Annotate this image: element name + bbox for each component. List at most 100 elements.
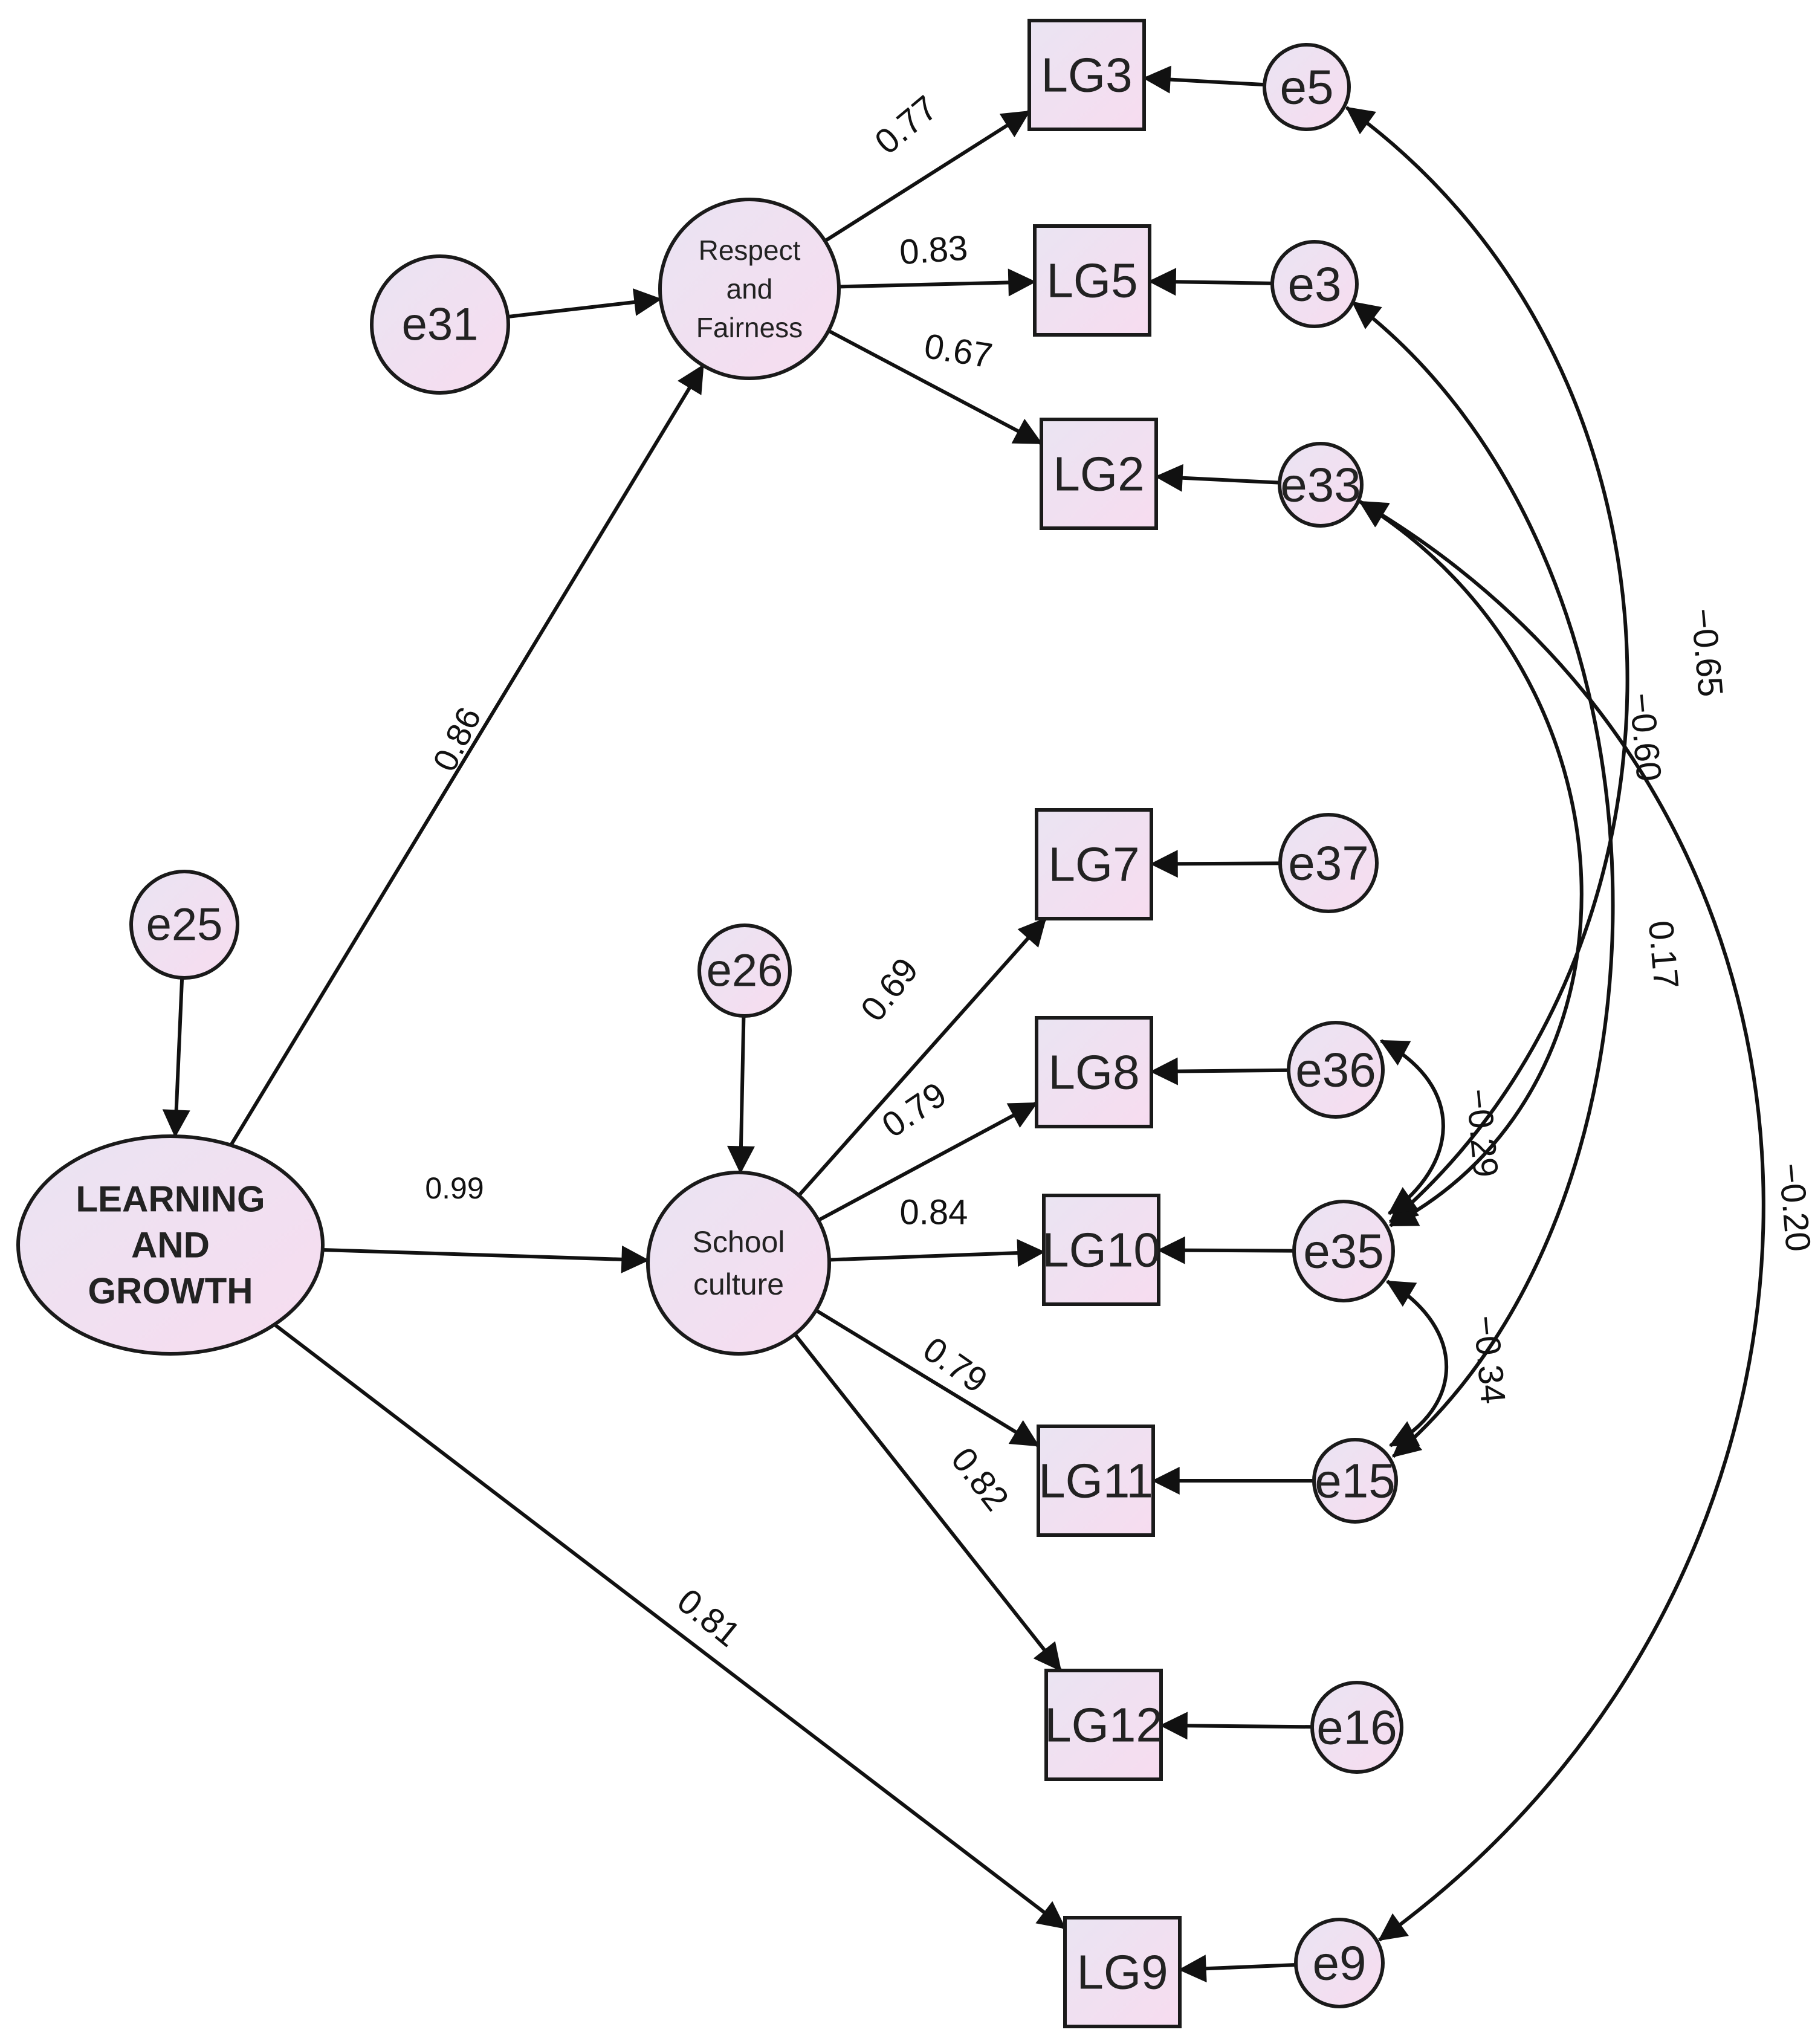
covariance-e33-e35: [1359, 500, 1584, 1227]
path-school-to-LG7: [797, 917, 1047, 1197]
loading-label-school-LG12: 0.82: [943, 1440, 1017, 1518]
node-shape: [16, 1134, 325, 1356]
node-label: LG7: [1048, 838, 1139, 891]
error-node-e9: e9: [1294, 1918, 1385, 2008]
error-node-e16: e16: [1310, 1681, 1403, 1774]
node-label: e33: [1280, 458, 1361, 512]
node-shape: [1044, 1669, 1163, 1781]
node-shape: [1278, 813, 1379, 913]
path-school-to-LG8: [817, 1101, 1038, 1222]
node-label: e9: [1313, 1936, 1367, 1990]
loading-label-respect-LG2: 0.67: [922, 326, 995, 376]
node-label: e5: [1280, 60, 1334, 114]
path-respect-to-LG2: [827, 329, 1043, 445]
node-label: e35: [1303, 1224, 1383, 1278]
node-shape: [658, 198, 841, 380]
error-node-e31: e31: [370, 254, 510, 395]
loading-label-school-LG10: 0.84: [900, 1192, 968, 1232]
path-school-to-LG12: [793, 1333, 1063, 1672]
path-learning_growth-to-school: [322, 1245, 650, 1273]
path-learning_growth-to-LG9: [273, 1323, 1066, 1930]
node-label: e16: [1316, 1701, 1397, 1755]
observed-box-lg5: LG5: [1033, 224, 1151, 337]
loading-label-learning_growth-LG9: 0.81: [670, 1581, 748, 1655]
node-shape: [1278, 442, 1364, 528]
node-shape: [1040, 418, 1158, 530]
observed-box-lg11: LG11: [1037, 1425, 1155, 1537]
node-label: e36: [1295, 1043, 1376, 1097]
path-e33-to-LG2: [1154, 464, 1280, 492]
path-respect-to-LG5: [838, 268, 1037, 297]
node-label: e26: [707, 945, 783, 997]
error-node-e37: e37: [1278, 813, 1379, 913]
path-e31-to-respect: [507, 288, 662, 319]
labels-layer: 0.860.990.810.770.830.670.690.790.840.79…: [425, 88, 1812, 1655]
node-label: LEARNING: [76, 1179, 265, 1220]
error-node-e25: e25: [129, 870, 239, 980]
observed-box-lg10: LG10: [1042, 1194, 1160, 1306]
node-shape: [697, 923, 792, 1018]
error-node-e33: e33: [1278, 442, 1364, 528]
node-shape: [1042, 1194, 1160, 1306]
covariance-label-e35-e15: −0.34: [1466, 1314, 1513, 1406]
node-label: LG8: [1048, 1046, 1139, 1099]
covariance-label-e33-e9: −0.20: [1771, 1162, 1812, 1253]
path-school-to-LG10: [829, 1239, 1046, 1267]
path-e25-to-learning_growth: [162, 977, 190, 1138]
observed-box-lg9: LG9: [1063, 1916, 1182, 2028]
node-shape: [1270, 240, 1359, 328]
loading-label-respect-LG5: 0.83: [898, 228, 969, 272]
node-shape: [1027, 19, 1146, 131]
node-shape: [370, 254, 510, 395]
node-shape: [1035, 1016, 1153, 1128]
covariance-e33-e9: [1359, 500, 1765, 1942]
node-label: LG5: [1046, 254, 1137, 308]
node-shape: [1035, 808, 1153, 920]
node-label: LG11: [1038, 1454, 1153, 1508]
covariance-e35-e15: [1386, 1279, 1448, 1447]
covariance-label-e33-e35: 0.17: [1641, 919, 1686, 991]
error-node-e36: e36: [1287, 1021, 1385, 1119]
loading-label-respect-LG3: 0.77: [867, 88, 945, 162]
node-label: e25: [146, 899, 223, 951]
node-label: LG3: [1041, 48, 1132, 102]
node-shape: [1263, 43, 1351, 131]
edges-layer: [162, 65, 1765, 1983]
node-label: e37: [1288, 836, 1368, 890]
node-label: e3: [1288, 257, 1342, 311]
node-label: Respect: [699, 234, 801, 266]
path-e5-to-LG3: [1142, 65, 1265, 94]
observed-box-lg7: LG7: [1035, 808, 1153, 920]
path-e3-to-LG5: [1148, 268, 1273, 296]
node-shape: [1063, 1916, 1182, 2028]
node-label: e31: [402, 299, 479, 351]
error-node-e3: e3: [1270, 240, 1359, 328]
path-respect-to-LG3: [824, 109, 1031, 243]
path-learning_growth-to-respect: [229, 364, 705, 1147]
covariance-label-e3-e15: −0.60: [1622, 691, 1669, 783]
node-label: Fairness: [696, 312, 803, 343]
covariance-label-e36-e35: −0.29: [1458, 1087, 1506, 1179]
nodes-layer: LEARNINGANDGROWTHRespectandFairnessSchoo…: [16, 19, 1403, 2028]
node-shape: [1294, 1918, 1385, 2008]
node-label: culture: [693, 1267, 784, 1301]
node-label: School: [693, 1225, 785, 1259]
node-shape: [1292, 1200, 1395, 1302]
node-label: e15: [1315, 1454, 1395, 1508]
node-shape: [646, 1171, 831, 1356]
observed-box-lg2: LG2: [1040, 418, 1158, 530]
node-label: LG9: [1076, 1945, 1168, 1999]
path-e36-to-LG8: [1150, 1057, 1289, 1085]
covariance-label-e5-e35: −0.65: [1683, 607, 1730, 699]
node-label: LG12: [1044, 1698, 1163, 1752]
path-e37-to-LG7: [1150, 850, 1281, 878]
node-label: GROWTH: [88, 1271, 253, 1311]
observed-box-lg3: LG3: [1027, 19, 1146, 131]
node-shape: [1033, 224, 1151, 337]
node-shape: [1312, 1438, 1398, 1524]
path-school-to-LG11: [815, 1308, 1040, 1447]
path-e26-to-school: [727, 1015, 755, 1174]
loading-label-learning_growth-school: 0.99: [425, 1171, 484, 1205]
